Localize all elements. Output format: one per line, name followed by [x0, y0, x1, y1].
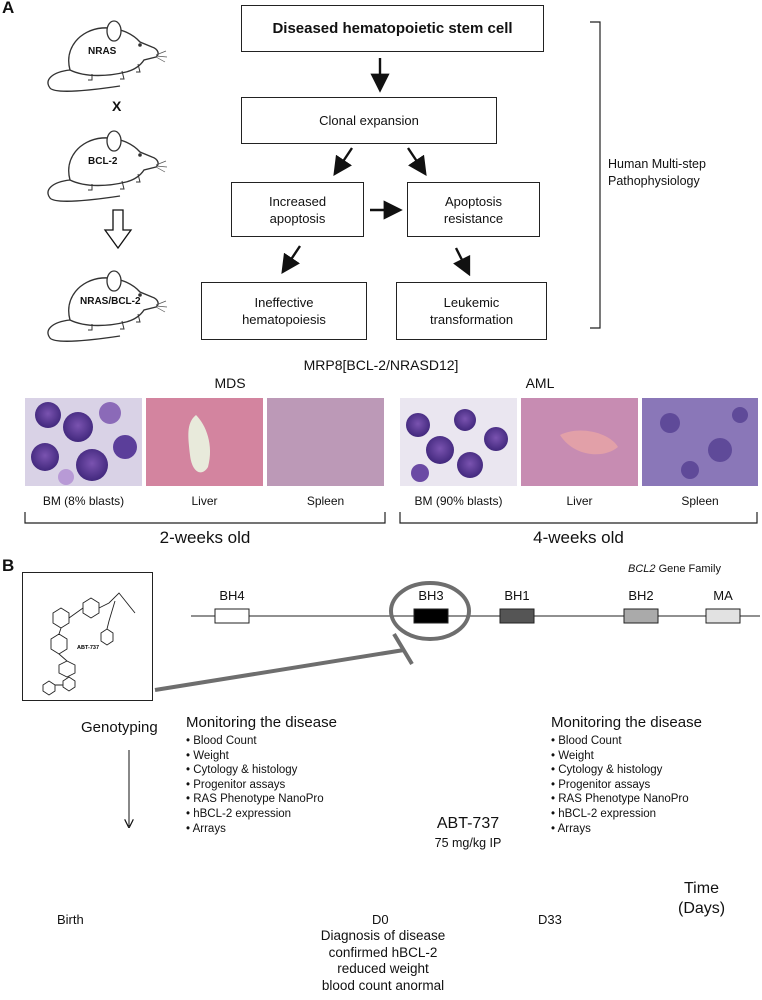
- monitoring-block-1: Monitoring the disease Blood Count Weigh…: [186, 714, 337, 836]
- age-mds: 2-weeks old: [159, 528, 251, 547]
- d0-note: reduced weight: [337, 961, 429, 976]
- genotyping-label: Genotyping: [81, 719, 158, 736]
- box-apoptosis-resistance: Apoptosis resistance: [407, 182, 540, 237]
- timeline-d33: D33: [538, 912, 562, 927]
- panel-b-letter: B: [2, 556, 15, 575]
- cross-symbol: X: [112, 98, 122, 114]
- timeline-d0: D0: [372, 912, 389, 927]
- micrograph-aml-bm: [400, 398, 517, 486]
- monitoring-item: Arrays: [186, 822, 337, 837]
- monitoring-item: RAS Phenotype NanoPro: [186, 792, 337, 807]
- monitoring-title-2: Monitoring the disease: [551, 714, 702, 731]
- domain-ma-box: [705, 608, 741, 624]
- d0-notes: Diagnosis of disease confirmed hBCL-2 re…: [283, 928, 483, 994]
- monitoring-item: RAS Phenotype NanoPro: [551, 792, 702, 807]
- timeline: [0, 750, 762, 840]
- domain-bh4-box: [214, 608, 250, 624]
- d0-note: blood count anormal: [321, 977, 445, 993]
- caption-mds-liver: Liver: [191, 494, 218, 508]
- domain-bh3-box: [413, 608, 449, 624]
- monitoring-item: Weight: [186, 749, 337, 764]
- monitoring-title-1: Monitoring the disease: [186, 714, 337, 731]
- treatment-name: ABT-737: [436, 815, 500, 832]
- domain-ma-label: MA: [713, 588, 733, 603]
- box-clonal: Clonal expansion: [241, 97, 497, 144]
- monitoring-item: Blood Count: [551, 734, 702, 749]
- mouse-bcl2-label: BCL-2: [88, 156, 118, 167]
- box-stem-cell: Diseased hematopoietic stem cell: [241, 5, 544, 52]
- age-aml: 4-weeks old: [533, 528, 624, 547]
- caption-mds-bm: BM (8% blasts): [42, 494, 125, 508]
- micrograph-aml-liver: [521, 398, 638, 486]
- model-title: MRP8[BCL-2/NRASD12]: [303, 357, 459, 373]
- domain-bh1-box: [499, 608, 535, 624]
- monitoring-item: Cytology & histology: [186, 763, 337, 778]
- mouse-nras-label: NRAS: [88, 46, 117, 57]
- micrographs: [25, 398, 758, 486]
- gene-family-italic: BCL2: [628, 563, 656, 575]
- micrograph-mds-liver: [146, 398, 263, 486]
- box-increased-apoptosis: Increased apoptosis: [231, 182, 364, 237]
- domain-bh2-box: [623, 608, 659, 624]
- box-leukemic: Leukemic transformation: [396, 282, 547, 340]
- caption-aml-spleen: Spleen: [681, 494, 719, 508]
- monitoring-item: Progenitor assays: [186, 778, 337, 793]
- domain-bh4-label: BH4: [219, 588, 245, 603]
- flow-arrows: [281, 21, 601, 329]
- box-ineffective: Ineffective hematopoiesis: [201, 282, 367, 340]
- bh3-highlight-circle: [389, 581, 471, 641]
- inhibitor-line: [154, 632, 414, 692]
- timeline-time-label: Time: [684, 880, 719, 897]
- bracket-label: Human Multi-step Pathophysiology: [608, 157, 706, 188]
- caption-mds-spleen: Spleen: [306, 494, 345, 508]
- mouse-bcl2-icon: BCL-2: [47, 130, 168, 202]
- micrograph-mds-spleen: [267, 398, 384, 486]
- mds-title: MDS: [214, 375, 246, 391]
- open-down-arrow-icon: [103, 209, 133, 250]
- monitoring-block-2: Monitoring the disease Blood Count Weigh…: [551, 714, 702, 836]
- micrograph-mds-bm: [25, 398, 142, 486]
- micrograph-aml-spleen: [642, 398, 758, 486]
- chemical-structure-icon: ABT-737: [42, 592, 136, 696]
- age-brackets: [24, 512, 758, 524]
- domain-bh2-label: BH2: [628, 588, 654, 603]
- monitoring-item: hBCL-2 expression: [186, 807, 337, 822]
- gene-family-rest: Gene Family: [655, 563, 721, 575]
- monitoring-item: Blood Count: [186, 734, 337, 749]
- timeline-time-unit: (Days): [678, 900, 726, 917]
- monitoring-item: hBCL-2 expression: [551, 807, 702, 822]
- pathophysiology-bracket: [590, 21, 601, 329]
- monitoring-item: Weight: [551, 749, 702, 764]
- gene-family-label: BCL2 Gene Family: [628, 563, 721, 575]
- monitoring-item: Cytology & histology: [551, 763, 702, 778]
- timeline-birth: Birth: [57, 912, 84, 927]
- mouse-cross-icon: NRAS/BCL-2: [47, 270, 168, 342]
- panel-a-letter: A: [2, 0, 15, 17]
- domain-bh1-label: BH1: [504, 588, 530, 603]
- abt737-structure-box: ABT-737: [22, 572, 153, 701]
- compound-label: ABT-737: [77, 645, 99, 651]
- caption-aml-liver: Liver: [566, 494, 593, 508]
- d0-note: confirmed hBCL-2: [328, 944, 438, 960]
- monitoring-item: Arrays: [551, 822, 702, 837]
- d0-note: Diagnosis of disease: [320, 928, 446, 943]
- gene-domain-diagram: [154, 581, 760, 692]
- mice-illustration: NRAS BCL-2 NRAS/BCL-2: [47, 20, 168, 342]
- aml-title: AML: [525, 375, 555, 391]
- mouse-nras-icon: NRAS: [47, 20, 168, 92]
- caption-aml-bm: BM (90% blasts): [414, 494, 503, 508]
- domain-bh3-label: BH3: [418, 588, 444, 603]
- mouse-cross-label: NRAS/BCL-2: [80, 296, 141, 307]
- treatment-dose: 75 mg/kg IP: [434, 836, 502, 850]
- monitoring-item: Progenitor assays: [551, 778, 702, 793]
